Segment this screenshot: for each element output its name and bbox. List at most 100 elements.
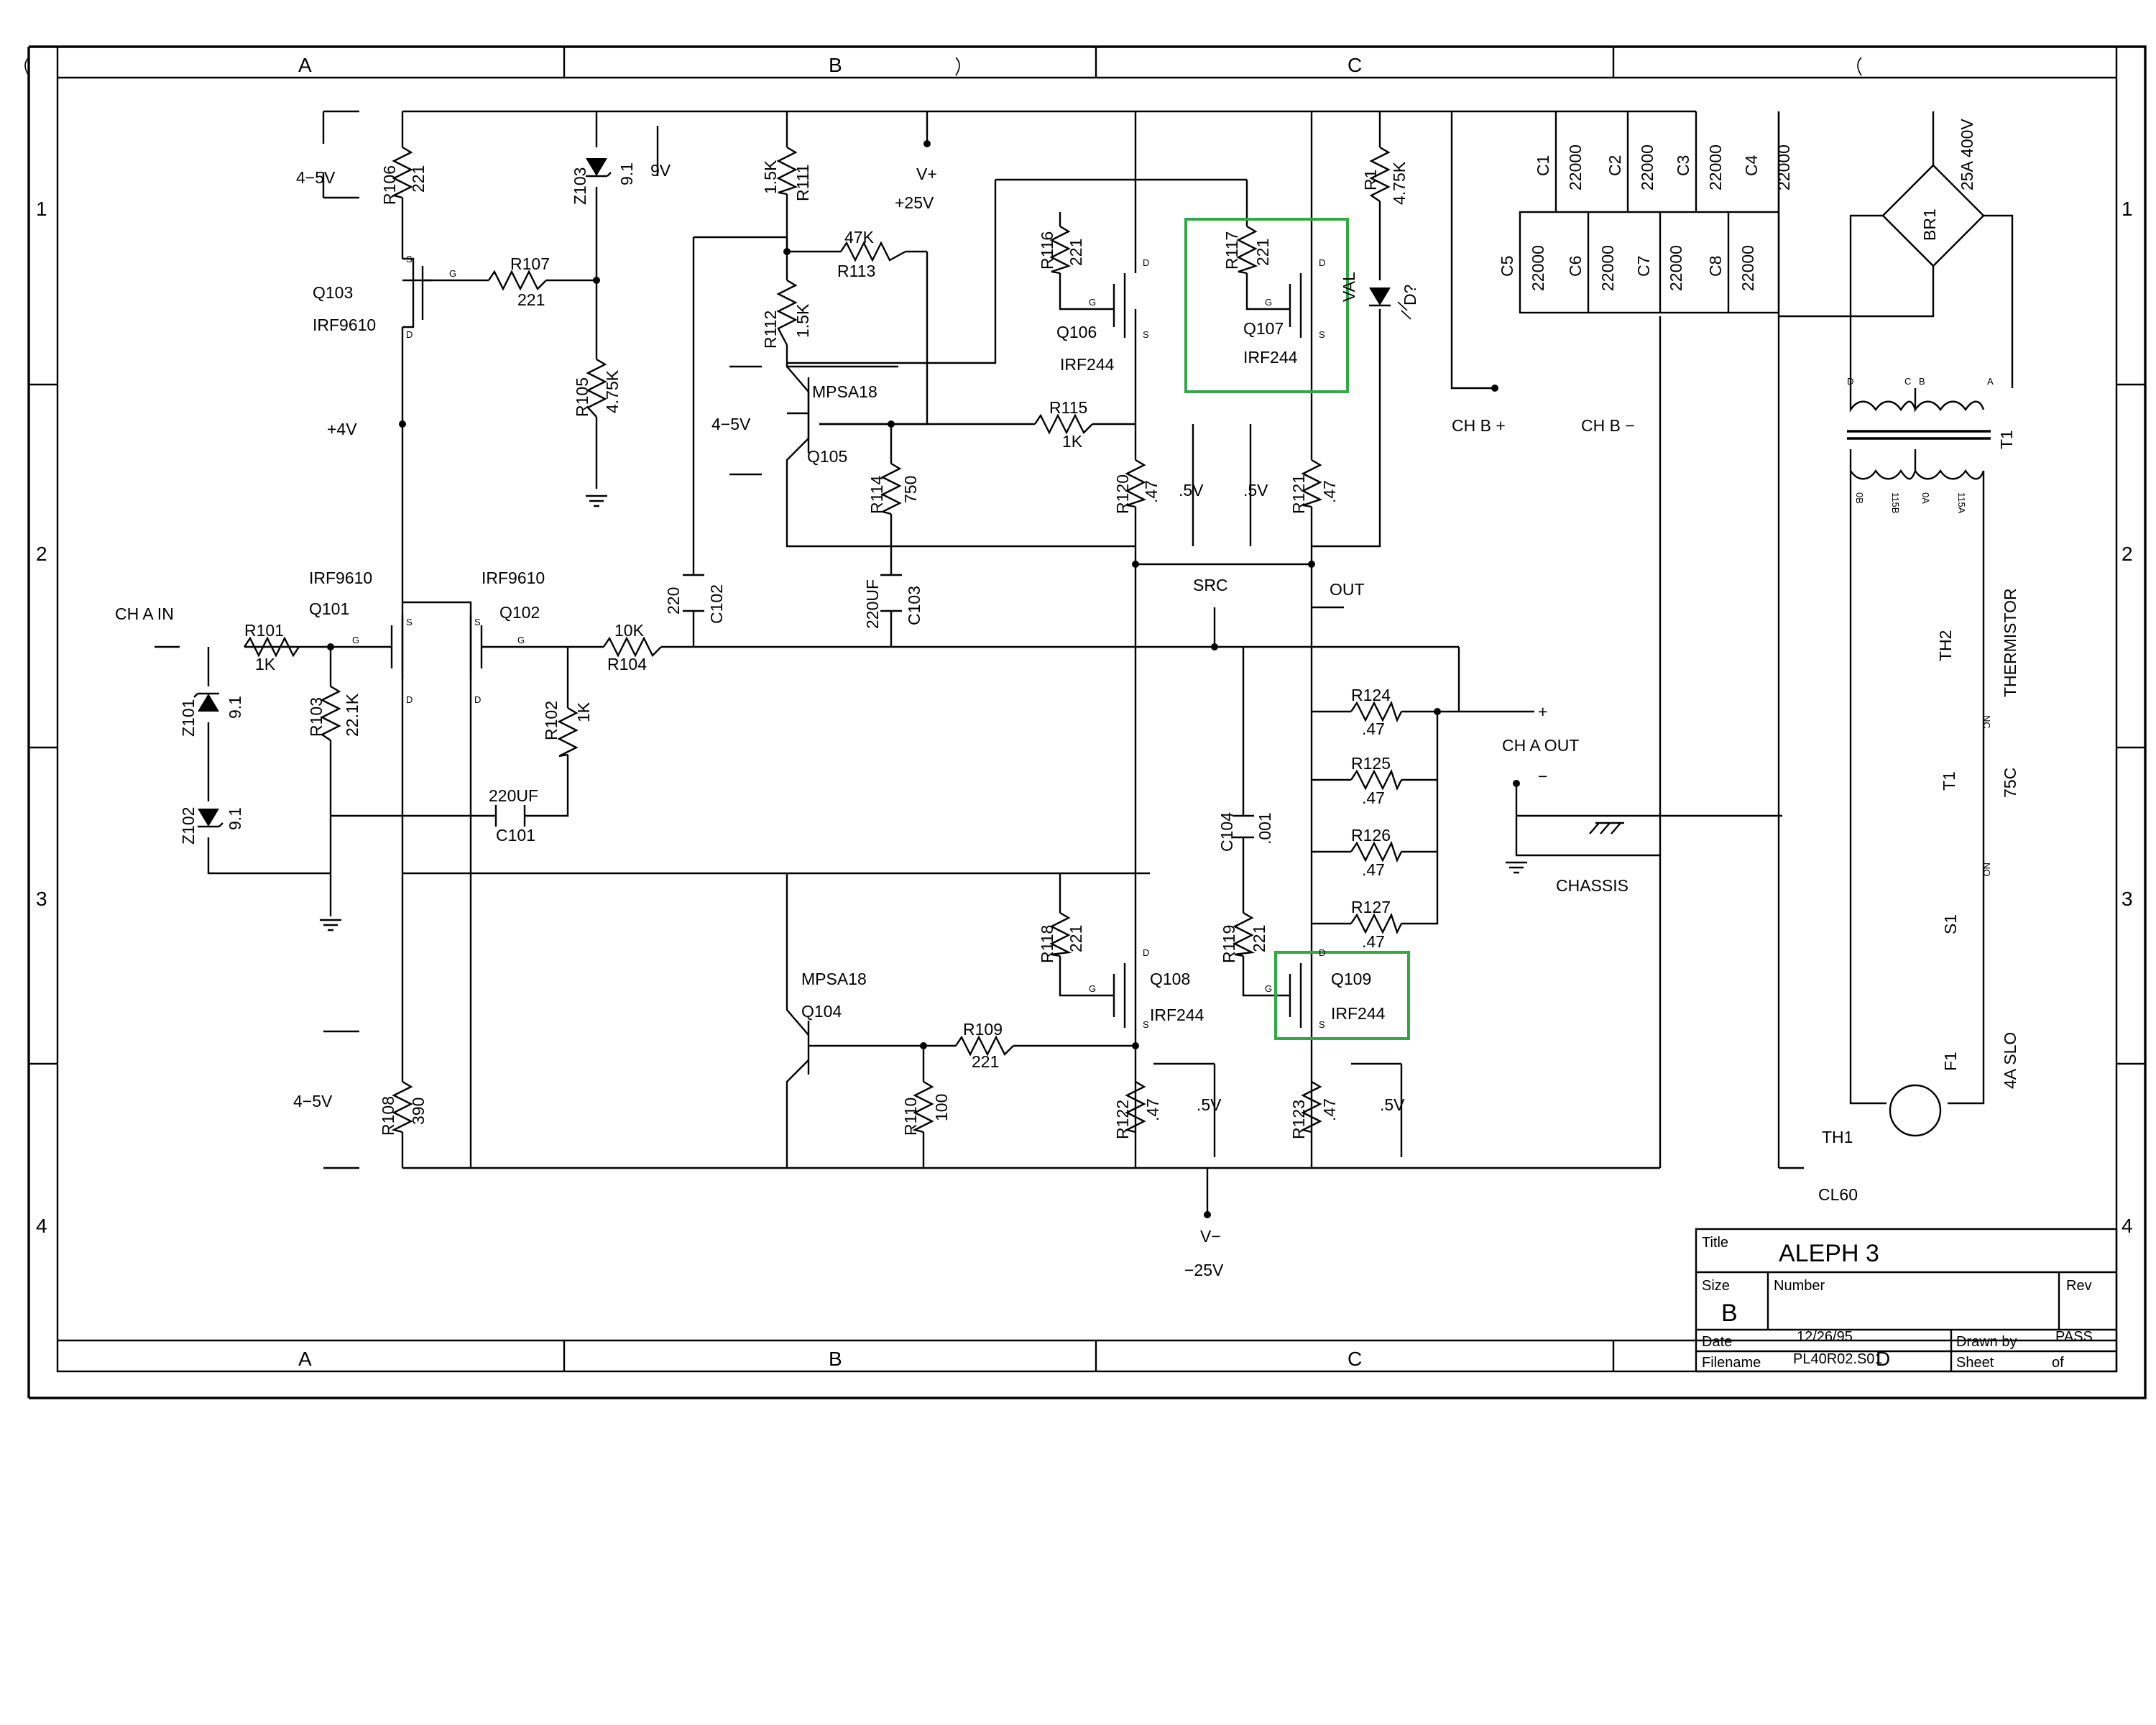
r108-value: 390 [409, 1098, 428, 1125]
c2-ref: C2 [1606, 155, 1624, 176]
r108-ref: R108 [379, 1096, 397, 1136]
zone-left-3: 3 [36, 888, 47, 910]
q107-part: IRF244 [1243, 348, 1298, 367]
q108-ref: Q108 [1150, 970, 1190, 988]
r107-value: 221 [517, 290, 545, 309]
src-label: SRC [1193, 576, 1228, 594]
r109-ref: R109 [963, 1020, 1003, 1039]
r124-ref: R124 [1351, 686, 1391, 704]
r109-value: 221 [972, 1052, 999, 1071]
highlight-q107 [1184, 218, 1349, 393]
of-label: of [2052, 1355, 2064, 1371]
r106-ref: R106 [380, 165, 399, 205]
nine-volt-label: 9V [650, 161, 671, 180]
c1-value: 22000 [1566, 144, 1585, 190]
t1-pin-b: B [1919, 376, 1925, 387]
net-labels: V+ +25V V− −25V CH A IN CH A OUT + − CHA… [115, 161, 1635, 1279]
q107-pin-s: S [1319, 329, 1325, 340]
r105-ref: R105 [573, 377, 591, 417]
z102-value: 9.1 [226, 807, 244, 830]
drawn-by-label: Drawn by [1956, 1334, 2017, 1350]
chassis-label: CHASSIS [1556, 876, 1628, 895]
component-labels: R106 221 R107 221 Z103 9.1 R105 4.75K Q1… [179, 119, 2019, 1204]
capacitor-c104 [1233, 814, 1254, 839]
mosfet-q106 [1100, 273, 1126, 338]
out-label: OUT [1330, 580, 1365, 599]
r119-ref: R119 [1220, 925, 1238, 963]
t1-ref: T1 [1997, 430, 2016, 449]
r127-value: .47 [1362, 932, 1385, 951]
r113-ref: R113 [837, 262, 875, 280]
th1-ref: TH1 [1822, 1128, 1853, 1146]
q109-pin-g: G [1265, 983, 1272, 994]
q107-ref: Q107 [1243, 319, 1284, 338]
r106-value: 221 [409, 165, 428, 193]
r118-value: 221 [1067, 925, 1085, 952]
r1-ref: R1 [1361, 170, 1380, 190]
s1-ref: S1 [1941, 914, 1960, 934]
q102-part: IRF9610 [482, 569, 545, 587]
ch-a-out-label: CH A OUT [1502, 736, 1579, 755]
q109-part: IRF244 [1331, 1004, 1386, 1023]
q101-pin-g: G [352, 635, 359, 645]
c4-value: 22000 [1774, 144, 1793, 190]
zone-bottom-a: A [298, 1348, 312, 1370]
r121-value: .47 [1320, 480, 1339, 503]
r107-ref: R107 [510, 254, 550, 273]
c102-ref: C102 [707, 584, 726, 624]
capacitor-c102 [683, 574, 704, 612]
r112-value: 1.5K [793, 303, 812, 338]
r125-ref: R125 [1351, 754, 1391, 773]
r115-ref: R115 [1049, 398, 1087, 417]
resistor-r113 [840, 241, 906, 262]
plus-4v-label: +4V [327, 420, 357, 438]
c2-value: 22000 [1638, 144, 1657, 190]
q101-pin-d: D [406, 694, 413, 705]
t1-pin-d: D [1847, 376, 1853, 387]
q108-pin-d: D [1143, 947, 1149, 958]
tap-115a: 115A [1956, 492, 1967, 514]
sheet-frame [24, 45, 2147, 1399]
q103-ref: Q103 [313, 283, 353, 302]
resistor-r110 [912, 1080, 934, 1133]
z103-ref: Z103 [571, 167, 589, 205]
ch-b-minus-label: CH B − [1581, 416, 1635, 435]
title-label: Title [1702, 1235, 1728, 1251]
filename-value: PL40R02.S01 [1793, 1351, 1883, 1367]
t1-pin-a: A [1987, 376, 1994, 387]
r101-ref: R101 [244, 621, 284, 640]
resistor-r115 [1034, 413, 1093, 435]
ch-a-out-minus: − [1538, 767, 1547, 786]
r124-value: .47 [1362, 719, 1385, 738]
r102-ref: R102 [542, 701, 561, 740]
resistor-r106 [391, 146, 413, 199]
date-value: 12/26/95 [1797, 1329, 1853, 1345]
th2-ref: TH2 [1936, 630, 1955, 661]
q101-ref: Q101 [309, 599, 349, 618]
q101-part: IRF9610 [309, 569, 372, 587]
r123-value: .47 [1320, 1098, 1339, 1121]
resistor-r119 [1233, 911, 1256, 957]
tap-115b: 115B [1890, 492, 1901, 513]
f1-ref: F1 [1941, 1052, 1960, 1071]
q104-ref: Q104 [801, 1002, 842, 1021]
number-label: Number [1774, 1278, 1825, 1294]
resistor-r117 [1236, 225, 1258, 275]
r118-ref: R118 [1038, 925, 1056, 963]
r114-value: 750 [901, 476, 920, 503]
resistor-r120 [1125, 459, 1147, 508]
c103-ref: C103 [905, 586, 923, 625]
resistor-r105 [586, 358, 607, 418]
r116-ref: R116 [1038, 231, 1056, 270]
mosfet-q107 [1283, 273, 1302, 338]
title-block: Title ALEPH 3 Size B Number Rev Date 12/… [1695, 1228, 2118, 1373]
c8-value: 22000 [1738, 245, 1757, 291]
switch-marks: NC NO [1981, 715, 1992, 877]
c104-value: .001 [1256, 812, 1274, 845]
ch-a-out-plus: + [1538, 702, 1547, 721]
transformer-t1 [1847, 388, 1991, 1105]
filename-label: Filename [1702, 1355, 1761, 1371]
mosfet-q109 [1279, 963, 1302, 1028]
zone-left-4: 4 [36, 1215, 47, 1237]
c7-ref: C7 [1634, 256, 1653, 277]
